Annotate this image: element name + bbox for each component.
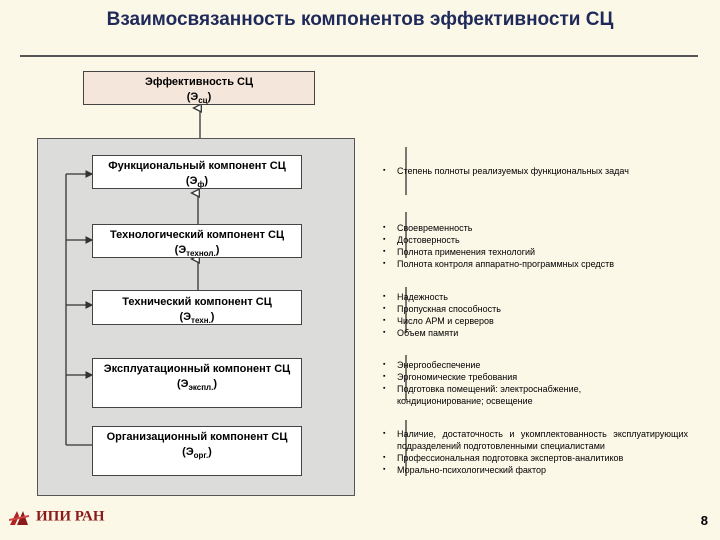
functional-component-box: Функциональный компонент СЦ (Эф) <box>92 155 302 189</box>
slide-title: Взаимосвязанность компонентов эффективно… <box>106 9 614 30</box>
ipi-ran-logo: ИПИ РАН <box>8 507 105 527</box>
technological-criteria-list: Своевременность Достоверность Полнота пр… <box>383 222 688 270</box>
organizational-criteria-list: Наличие, достаточность и укомплектованно… <box>383 428 688 476</box>
functional-criteria-list: Степень полноты реализуемых функциональн… <box>383 165 688 177</box>
technological-component-box: Технологический компонент СЦ (Этехнол.) <box>92 224 302 258</box>
operational-criteria-list: Энергообеспечение Эргономические требова… <box>383 359 633 407</box>
page-number: 8 <box>700 513 708 528</box>
efficiency-box: Эффективность СЦ (Эсц) <box>83 71 315 105</box>
title-divider <box>20 55 698 57</box>
technical-criteria-list: Надежность Пропускная способность Число … <box>383 291 688 339</box>
technical-component-box: Технический компонент СЦ (Этехн.) <box>92 290 302 325</box>
organizational-component-box: Организационный компонент СЦ (Эорг.) <box>92 426 302 476</box>
operational-component-box: Эксплуатационный компонент СЦ (Ээкспл.) <box>92 358 302 408</box>
ipi-ran-emblem-icon <box>9 511 29 525</box>
